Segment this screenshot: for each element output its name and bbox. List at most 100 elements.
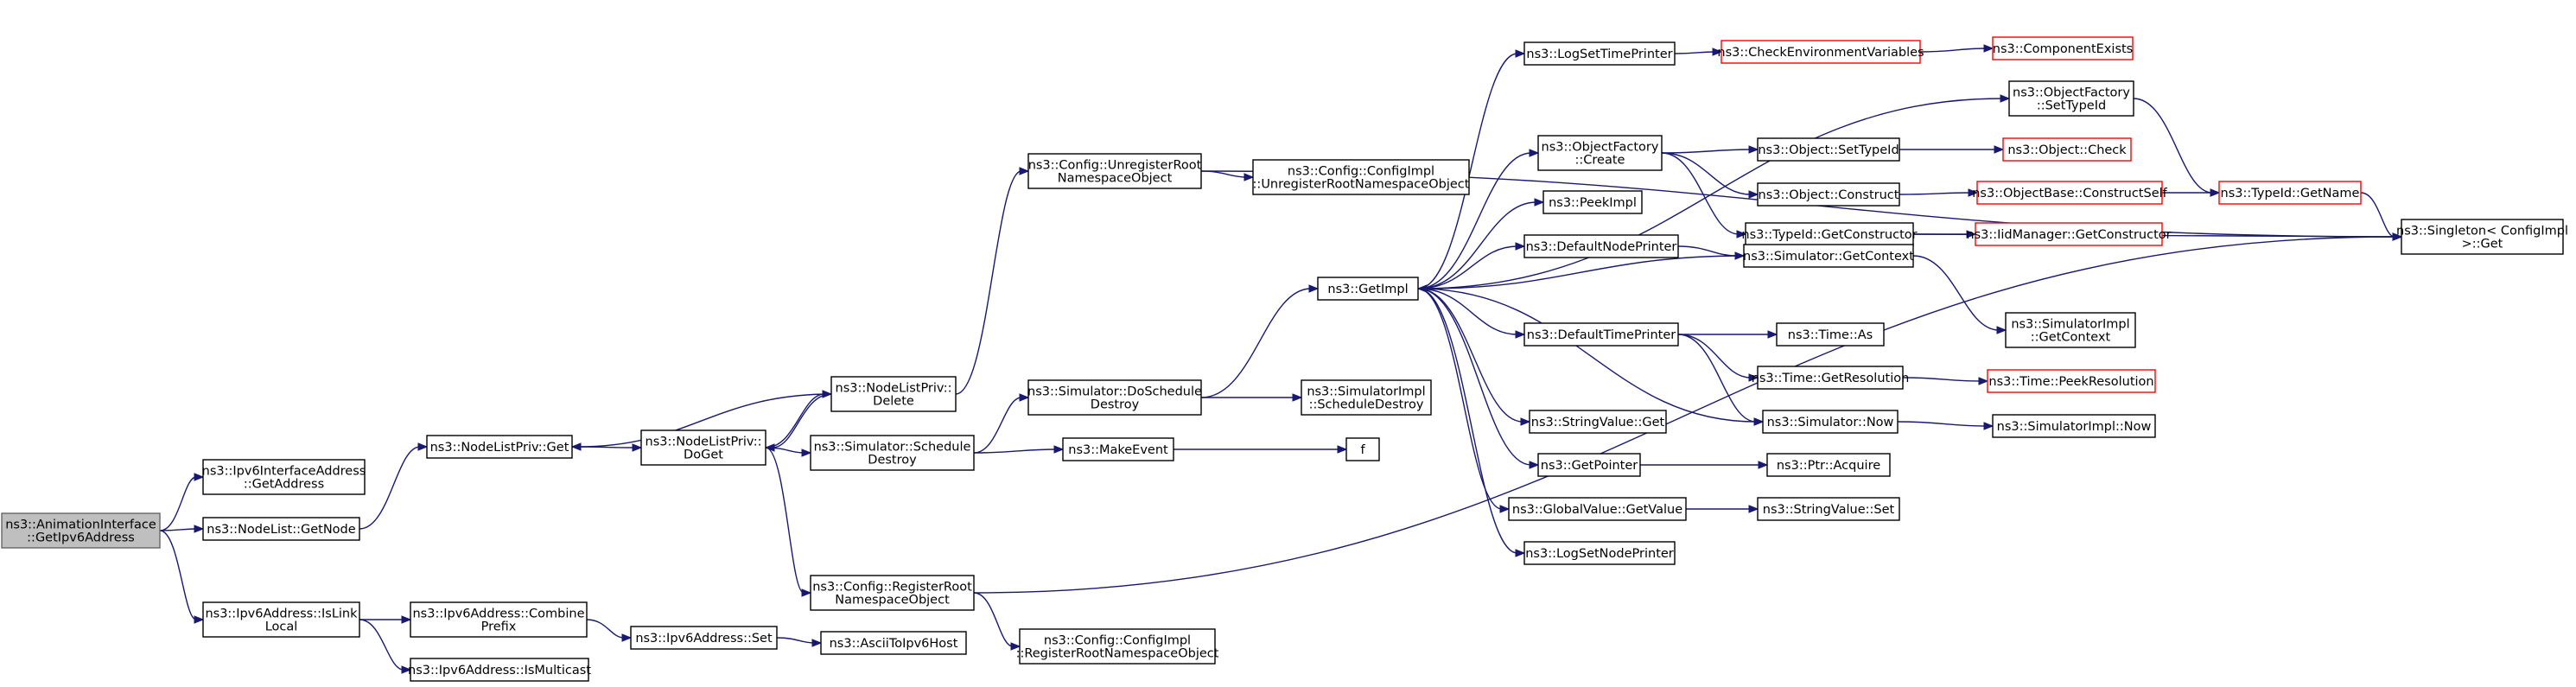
- node-box[interactable]: [1987, 369, 2156, 393]
- node-simgetctx[interactable]: ns3::Simulator::GetContext: [1743, 244, 1914, 268]
- node-singleton[interactable]: ns3::Singleton< ConfigImpl >::Get: [2396, 219, 2568, 255]
- node-box[interactable]: [1975, 222, 2163, 246]
- node-deftimeprinter[interactable]: ns3::DefaultTimePrinter: [1523, 322, 1679, 347]
- node-root[interactable]: ns3::AnimationInterface::GetIpv6Address: [1, 512, 161, 549]
- node-simimplgetctx[interactable]: ns3::SimulatorImpl::GetContext: [2005, 312, 2136, 348]
- node-box[interactable]: [1529, 410, 1667, 434]
- node-nlpget[interactable]: ns3::NodeListPriv::Get: [426, 435, 573, 459]
- node-timeas[interactable]: ns3::Time::As: [1776, 322, 1885, 347]
- node-box[interactable]: [426, 435, 573, 459]
- node-box[interactable]: [1, 512, 161, 549]
- node-box[interactable]: [1537, 135, 1663, 171]
- node-checkenv[interactable]: ns3::CheckEnvironmentVariables: [1717, 40, 1924, 64]
- node-box[interactable]: [820, 631, 967, 655]
- node-typeidgetname[interactable]: ns3::TypeId::GetName: [2218, 181, 2362, 205]
- node-box[interactable]: [830, 376, 957, 412]
- node-objconstruct[interactable]: ns3::Object::Construct: [1757, 182, 1900, 207]
- node-makeevent[interactable]: ns3::MakeEvent: [1062, 437, 1174, 461]
- node-simimplsched[interactable]: ns3::SimulatorImpl::ScheduleDestroy: [1301, 379, 1432, 416]
- node-box[interactable]: [1027, 153, 1202, 189]
- node-simschedule[interactable]: ns3::Simulator::ScheduleDestroy: [810, 435, 975, 471]
- node-box[interactable]: [1523, 322, 1679, 347]
- node-regroot[interactable]: ns3::Config::RegisterRootNamespaceObject: [810, 575, 975, 611]
- node-logsettime[interactable]: ns3::LogSetTimePrinter: [1523, 41, 1676, 66]
- node-ofcreate[interactable]: ns3::ObjectFactory::Create: [1537, 135, 1663, 171]
- node-box[interactable]: [1317, 277, 1419, 301]
- node-box[interactable]: [1743, 244, 1914, 268]
- node-box[interactable]: [1523, 541, 1676, 565]
- node-cfgimplreg[interactable]: ns3::Config::ConfigImpl::RegisterRootNam…: [1016, 628, 1219, 665]
- node-box[interactable]: [202, 459, 366, 495]
- node-box[interactable]: [630, 626, 778, 650]
- node-nlpdoget[interactable]: ns3::NodeListPriv::DoGet: [640, 429, 766, 466]
- node-iidmgr[interactable]: ns3::IidManager::GetConstructor: [1966, 222, 2172, 246]
- node-ofsettypeid[interactable]: ns3::ObjectFactory::SetTypeId: [2008, 80, 2134, 117]
- node-ascii[interactable]: ns3::AsciiToIpv6Host: [820, 631, 967, 655]
- node-objcheck[interactable]: ns3::Object::Check: [2002, 137, 2132, 162]
- node-box[interactable]: [1542, 190, 1643, 214]
- node-objbaseconstruct[interactable]: ns3::ObjectBase::ConstructSelf: [1972, 181, 2168, 205]
- node-box[interactable]: [1301, 379, 1432, 416]
- node-box[interactable]: [1757, 366, 1904, 390]
- node-strvalget[interactable]: ns3::StringValue::Get: [1529, 410, 1667, 434]
- node-box[interactable]: [1776, 322, 1885, 347]
- node-nlgetnode[interactable]: ns3::NodeList::GetNode: [202, 517, 360, 541]
- node-nlpdelete[interactable]: ns3::NodeListPriv::Delete: [830, 376, 957, 412]
- node-box[interactable]: [1027, 379, 1202, 416]
- node-unregroot[interactable]: ns3::Config::UnregisterRootNamespaceObje…: [1027, 153, 1202, 189]
- node-peekimpl[interactable]: ns3::PeekImpl: [1542, 190, 1643, 214]
- node-box[interactable]: [202, 517, 360, 541]
- node-box[interactable]: [1019, 628, 1216, 665]
- node-timepeekres[interactable]: ns3::Time::PeekResolution: [1987, 369, 2156, 393]
- node-box[interactable]: [1976, 181, 2163, 205]
- node-box[interactable]: [1523, 234, 1679, 258]
- node-box[interactable]: [1523, 41, 1676, 66]
- node-box[interactable]: [2005, 312, 2136, 348]
- node-box[interactable]: [1992, 414, 2156, 438]
- node-box[interactable]: [1766, 453, 1891, 477]
- node-box[interactable]: [1537, 453, 1641, 477]
- node-simimplnow[interactable]: ns3::SimulatorImpl::Now: [1992, 414, 2156, 438]
- node-box[interactable]: [1508, 497, 1687, 521]
- node-box[interactable]: [1992, 36, 2134, 60]
- node-box[interactable]: [810, 435, 975, 471]
- node-ipv6set[interactable]: ns3::Ipv6Address::Set: [630, 626, 778, 650]
- node-cfgimplunreg[interactable]: ns3::Config::ConfigImpl::UnregisterRootN…: [1252, 159, 1470, 195]
- node-f[interactable]: f: [1345, 437, 1380, 461]
- node-box[interactable]: [640, 429, 766, 466]
- node-box[interactable]: [1757, 137, 1900, 162]
- node-box[interactable]: [1252, 159, 1470, 195]
- node-box[interactable]: [2401, 219, 2564, 255]
- node-getimpl[interactable]: ns3::GetImpl: [1317, 277, 1419, 301]
- node-box[interactable]: [1745, 222, 1914, 246]
- node-box[interactable]: [2008, 80, 2134, 117]
- node-timegetres[interactable]: ns3::Time::GetResolution: [1752, 366, 1910, 390]
- node-box[interactable]: [2218, 181, 2362, 205]
- node-objsettypeid[interactable]: ns3::Object::SetTypeId: [1757, 137, 1900, 162]
- node-box[interactable]: [1062, 437, 1174, 461]
- node-logsetnode[interactable]: ns3::LogSetNodePrinter: [1523, 541, 1676, 565]
- node-box[interactable]: [202, 601, 360, 638]
- node-compexists[interactable]: ns3::ComponentExists: [1992, 36, 2134, 60]
- node-typeidgetctor[interactable]: ns3::TypeId::GetConstructor: [1741, 222, 1918, 246]
- node-defnodeprinter[interactable]: ns3::DefaultNodePrinter: [1523, 234, 1679, 258]
- node-box[interactable]: [810, 575, 975, 611]
- node-getpointer[interactable]: ns3::GetPointer: [1537, 453, 1641, 477]
- node-box[interactable]: [1757, 182, 1900, 207]
- node-strvalset[interactable]: ns3::StringValue::Set: [1757, 497, 1900, 521]
- node-gvgetvalue[interactable]: ns3::GlobalValue::GetValue: [1508, 497, 1687, 521]
- node-ptracquire[interactable]: ns3::Ptr::Acquire: [1766, 453, 1891, 477]
- node-box[interactable]: [1345, 437, 1380, 461]
- node-box[interactable]: [410, 658, 589, 682]
- node-box[interactable]: [1721, 40, 1921, 64]
- node-simnow[interactable]: ns3::Simulator::Now: [1762, 410, 1899, 434]
- node-ifaddr[interactable]: ns3::Ipv6InterfaceAddress::GetAddress: [202, 459, 366, 495]
- node-box[interactable]: [1762, 410, 1899, 434]
- node-box[interactable]: [1757, 497, 1900, 521]
- node-box[interactable]: [2002, 137, 2132, 162]
- node-box[interactable]: [410, 601, 588, 638]
- node-ismulticast[interactable]: ns3::Ipv6Address::IsMulticast: [408, 658, 591, 682]
